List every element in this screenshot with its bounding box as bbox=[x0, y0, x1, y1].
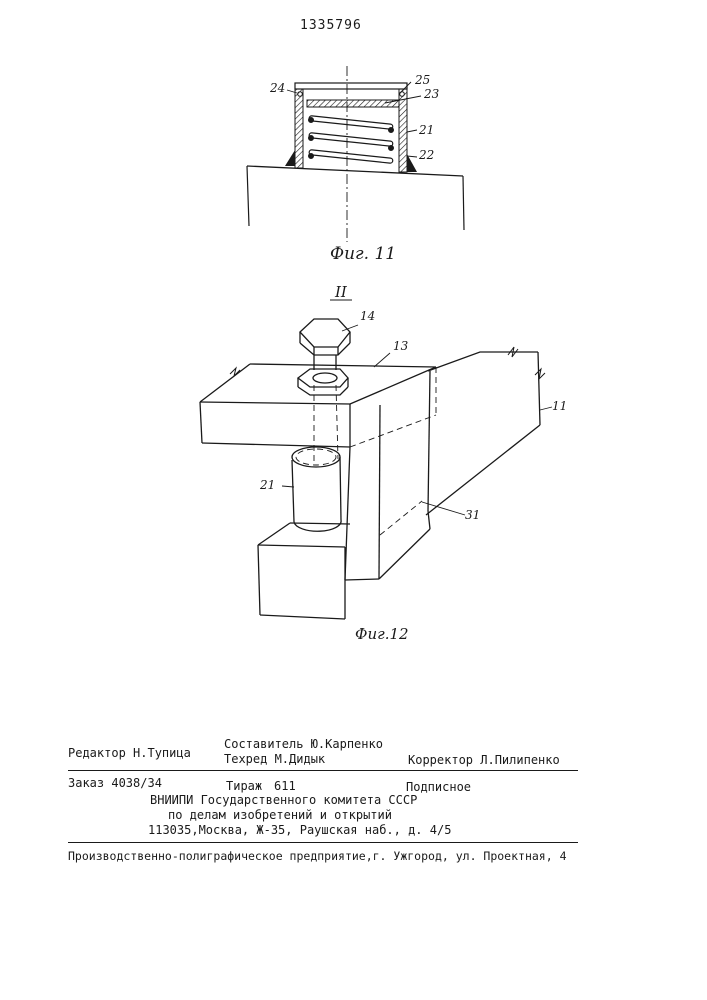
fig11-left-wall bbox=[295, 88, 303, 168]
fig11-plate bbox=[307, 100, 399, 107]
fig11-right-wall bbox=[399, 88, 407, 172]
fig11-caption: Фиг. 11 bbox=[330, 244, 396, 264]
fig11-label-21: 21 bbox=[418, 123, 434, 137]
fig12-label-13: 13 bbox=[393, 339, 409, 353]
fig12-label-31: 31 bbox=[465, 508, 480, 522]
imprint-subscription: Подписное bbox=[406, 780, 471, 794]
figure-11-drawing: 24 25 23 21 22 Фиг. 11 bbox=[235, 60, 485, 275]
divider-top bbox=[68, 770, 578, 771]
figure-12-drawing: II bbox=[190, 275, 590, 645]
fig11-base-block bbox=[247, 166, 464, 230]
patent-number: 1335796 bbox=[300, 19, 362, 33]
fig12-label-11: 11 bbox=[552, 399, 567, 413]
imprint-org2: по делам изобретений и открытий bbox=[168, 808, 392, 822]
fig11-spring bbox=[309, 116, 394, 164]
fig11-label-23: 23 bbox=[423, 87, 440, 101]
imprint-order: Заказ 4038/34 bbox=[68, 776, 162, 790]
fig12-caption: Фиг.12 bbox=[355, 625, 409, 643]
imprint-circulation-value: 611 bbox=[274, 779, 296, 793]
imprint-editor: Редактор Н.Тупица bbox=[68, 746, 191, 760]
fig12-label-14: 14 bbox=[360, 309, 375, 323]
imprint-circulation-label: Тираж bbox=[226, 779, 262, 793]
fig11-label-22: 22 bbox=[418, 148, 434, 162]
fig11-cap bbox=[295, 83, 407, 89]
fig12-hidden-lines bbox=[296, 367, 436, 535]
imprint-corrector: Корректор Л.Пилипенко bbox=[408, 753, 560, 767]
imprint-techred: Техред М.Дидык bbox=[224, 752, 325, 766]
divider-bottom bbox=[68, 842, 578, 843]
fig11-left-weld bbox=[285, 150, 295, 166]
fig11-label-24: 24 bbox=[269, 81, 285, 95]
fig12-structure bbox=[200, 319, 540, 619]
imprint-compiler: Составитель Ю.Карпенко bbox=[224, 737, 383, 751]
imprint-printer: Производственно-полиграфическое предприя… bbox=[68, 849, 567, 863]
fig11-label-25: 25 bbox=[414, 73, 430, 87]
fig12-label-21: 21 bbox=[259, 478, 275, 492]
imprint-org1: ВНИИПИ Государственного комитета СССР bbox=[150, 793, 417, 807]
imprint-address: 113035,Москва, Ж-35, Раушская наб., д. 4… bbox=[148, 823, 451, 837]
fig12-section-mark: II bbox=[334, 283, 348, 301]
